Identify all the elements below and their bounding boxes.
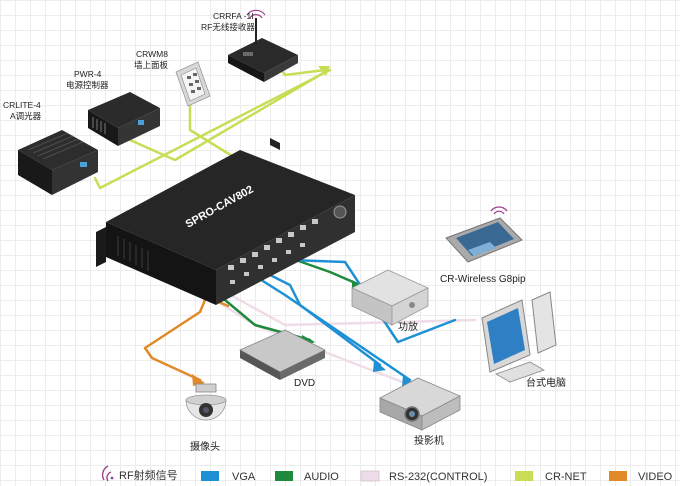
- amplifier-device: [351, 269, 429, 326]
- touch-panel-name: CR-Wireless G8pip: [440, 274, 526, 285]
- crnet-cable: [93, 63, 332, 237]
- rf-signal-icon: [101, 465, 114, 482]
- legend-item-rs232: RS-232(CONTROL): [360, 470, 487, 483]
- amplifier-name: 功放: [398, 320, 418, 333]
- camera-name: 摄像头: [190, 440, 220, 453]
- rf-receiver-name: RF无线接收器: [201, 22, 255, 32]
- wall-panel-device: [175, 61, 211, 107]
- legend-label-audio: AUDIO: [304, 471, 339, 483]
- power-controller-device: [88, 92, 160, 146]
- dimmer-device: [18, 130, 98, 195]
- legend-item-rf: RF射频信号: [101, 465, 178, 482]
- dimmer-name: A调光器: [10, 111, 42, 121]
- dvd-device: [239, 329, 326, 380]
- projector-device: [379, 377, 461, 431]
- pc-name: 台式电脑: [526, 376, 566, 389]
- legend-label-vga: VGA: [232, 471, 256, 483]
- wall-panel-name: 墙上面板: [134, 60, 169, 70]
- rf-receiver-model: CRRFA -1I: [213, 11, 254, 21]
- legend-item-audio: AUDIO: [275, 471, 339, 483]
- legend-swatch-crnet: [515, 471, 533, 481]
- main-control-unit: SPRO-CAV802: [96, 138, 355, 305]
- legend-swatch-audio: [275, 471, 293, 481]
- legend-label-rs232: RS-232(CONTROL): [389, 471, 487, 483]
- legend-label-rf: RF射频信号: [119, 468, 178, 482]
- power-controller-name: 电源控制器: [66, 80, 109, 90]
- dimmer-model: CRLITE-4: [3, 100, 41, 110]
- legend-swatch-rs232: [360, 470, 380, 482]
- legend: RF射频信号 VGA AUDIO RS-232(CONTROL) CR-NET …: [101, 465, 673, 483]
- touch-panel-device: [445, 206, 523, 263]
- camera-device: [185, 383, 227, 421]
- legend-item-crnet: CR-NET: [515, 471, 587, 483]
- legend-item-video: VIDEO: [609, 471, 673, 483]
- legend-label-video: VIDEO: [638, 471, 673, 483]
- projector-name: 投影机: [414, 434, 444, 447]
- power-controller-model: PWR-4: [74, 69, 102, 79]
- legend-label-crnet: CR-NET: [545, 471, 587, 483]
- dvd-name: DVD: [294, 378, 315, 389]
- legend-swatch-video: [609, 471, 627, 481]
- legend-item-vga: VGA: [201, 471, 256, 483]
- wall-panel-model: CRWM8: [136, 49, 168, 59]
- legend-swatch-vga: [201, 471, 219, 481]
- rf-receiver-device: [228, 9, 298, 82]
- video-cable: [143, 296, 230, 386]
- desktop-pc-device: [481, 291, 557, 383]
